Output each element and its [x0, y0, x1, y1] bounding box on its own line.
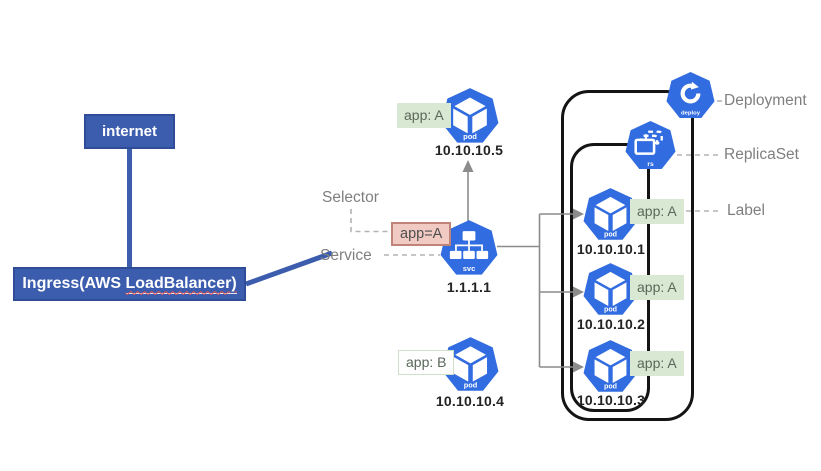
internet-ingress-connector [127, 148, 132, 268]
pod-label-tag: app: A [630, 275, 684, 300]
pod-ip: 10.10.10.1 [576, 241, 646, 257]
pod-icon-label: pod [604, 306, 617, 314]
selector-annotation: Selector [322, 189, 379, 206]
pod-label-tag: app: A [630, 351, 684, 376]
replicaset-annotation: ReplicaSet [724, 146, 799, 163]
pod-icon: pod [442, 337, 499, 391]
service-to-pod3-arrowhead [573, 361, 584, 373]
service-to-pod1-arrowhead [573, 208, 584, 220]
pod-icon: pod [583, 263, 638, 315]
ingress-node: Ingress(AWS LoadBalancer) [13, 267, 246, 301]
replicaset-icon-label: rs [647, 161, 654, 168]
internet-node: internet [84, 114, 175, 149]
pod-label-tag: app: A [397, 103, 451, 128]
service-annotation: Service [320, 247, 372, 264]
deployment-icon-label: deploy [681, 111, 701, 117]
service-icon-label: svc [463, 264, 476, 273]
pod-icon: pod [583, 188, 638, 240]
service-to-pod2-arrowhead [573, 286, 584, 298]
pod-label-tag: app: A [630, 199, 684, 224]
deployment-annotation: Deployment [724, 92, 807, 109]
ingress-label: Ingress(AWS [22, 275, 126, 292]
pod-icon-label: pod [463, 132, 477, 141]
service-ip: 1.1.1.1 [446, 279, 492, 295]
selector-dashed-line [350, 209, 389, 233]
service-to-pod5-arrowhead [462, 160, 474, 172]
pod-ip: 10.10.10.4 [435, 393, 505, 409]
ingress-service-connector [245, 250, 333, 287]
service-icon: svc [440, 220, 498, 275]
replicaset-icon: rs [625, 121, 676, 169]
pod-icon: pod [441, 88, 499, 143]
pod-icon-label: pod [604, 231, 617, 239]
selector-value-tag: app=A [391, 222, 452, 246]
label-annotation: Label [727, 202, 765, 219]
deployment-boundary-frame [561, 90, 694, 421]
pod-icon-label: pod [604, 383, 617, 391]
internet-label: internet [101, 123, 157, 140]
pod-ip: 10.10.10.3 [576, 392, 646, 408]
pod-icon-label: pod [464, 380, 478, 389]
deployment-icon: deploy [666, 71, 715, 119]
pod-icon: pod [583, 340, 638, 392]
pod-ip: 10.10.10.2 [576, 316, 646, 332]
pod-ip: 10.10.10.5 [434, 142, 504, 158]
pod-label-tag: app: B [398, 350, 455, 375]
ingress-label-underlined: LoadBalancer) [125, 274, 237, 294]
